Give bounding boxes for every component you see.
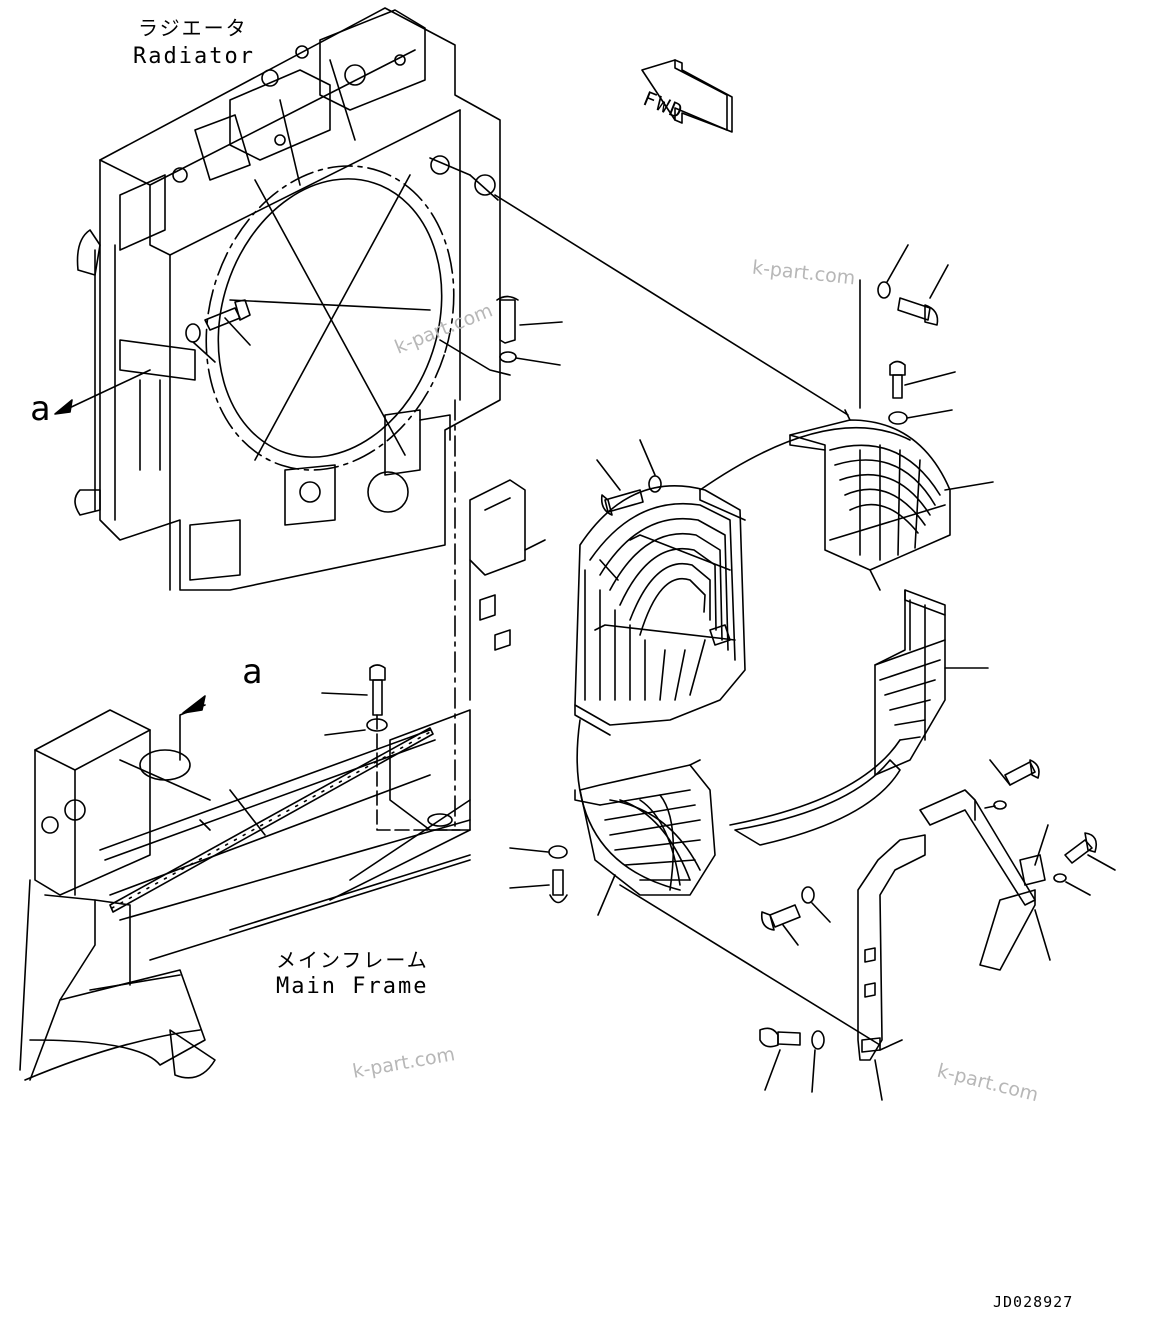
stay-bracket-lower bbox=[857, 834, 926, 1101]
frame-bolt bbox=[321, 664, 461, 831]
main-frame-label-jp: メインフレーム bbox=[276, 948, 429, 972]
view-a-arrowhead-frame bbox=[182, 695, 206, 714]
guard-right-lower bbox=[874, 589, 946, 776]
view-a-label-frame: a bbox=[242, 652, 265, 692]
view-a-arrowhead bbox=[54, 399, 73, 415]
seal-strip bbox=[109, 727, 434, 913]
frame-bracket bbox=[469, 479, 546, 701]
bracket-bolt-right bbox=[1034, 824, 1116, 896]
fwd-arrow bbox=[641, 59, 733, 133]
ring-bottom bbox=[729, 739, 901, 826]
ref-line-upper bbox=[494, 194, 849, 416]
drawing-number: JD028927 bbox=[993, 1293, 1074, 1311]
ref-line-lower bbox=[619, 884, 881, 1046]
guard-right-upper bbox=[789, 409, 951, 571]
guard-bolt-lower-left bbox=[509, 845, 616, 916]
guard-left-lower bbox=[574, 759, 716, 896]
guard-bolt-top-right bbox=[877, 244, 949, 326]
guard-left-upper bbox=[574, 485, 746, 736]
bracket-bolt-upper bbox=[984, 759, 1040, 810]
radiator-bolt-upper bbox=[439, 295, 563, 376]
guard-bolt-left bbox=[596, 439, 662, 581]
main-frame bbox=[19, 709, 471, 1081]
radiator-assembly bbox=[74, 7, 501, 591]
main-frame-label-en: Main Frame bbox=[276, 974, 429, 999]
view-a-label: a bbox=[30, 389, 53, 429]
ring-joint bbox=[869, 569, 881, 591]
radiator-label-en: Radiator bbox=[133, 44, 255, 69]
ring-strip bbox=[734, 759, 901, 846]
ring-top bbox=[699, 426, 911, 491]
guard-bolt-mid-right bbox=[888, 360, 994, 491]
radiator-label-jp: ラジエータ bbox=[138, 16, 248, 40]
bracket-bolt-bottom bbox=[759, 1027, 903, 1093]
view-a-leader bbox=[64, 369, 151, 411]
bracket-bolt-left bbox=[760, 886, 831, 946]
stay-bracket-upper bbox=[919, 789, 1051, 971]
